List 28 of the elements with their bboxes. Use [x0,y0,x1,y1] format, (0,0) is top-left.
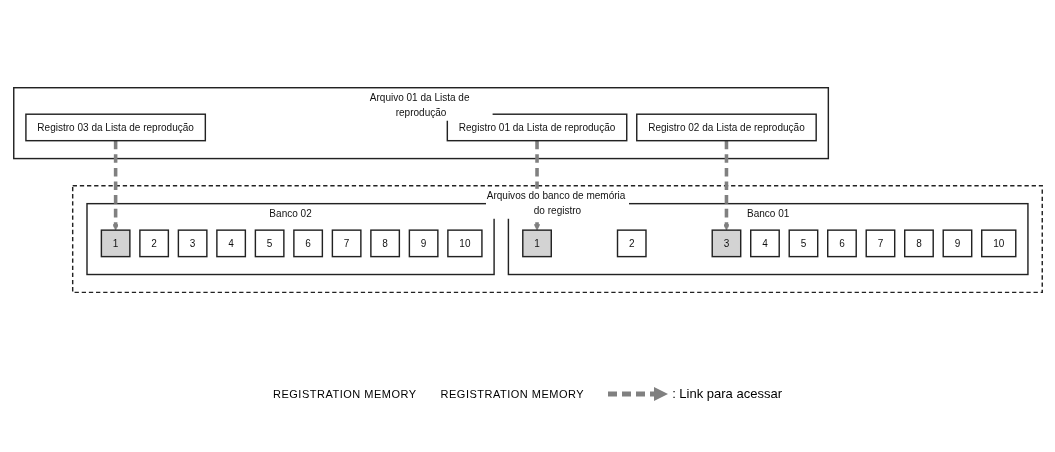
node-box: 3 [711,229,741,258]
node-box: 10 [980,229,1016,258]
node-box: 10 [446,229,483,258]
node-box: 4 [215,229,246,258]
node-box: 8 [903,229,934,258]
bracket-label: REGISTRATION MEMORY [273,387,417,400]
node-box: 8 [369,229,400,258]
arrow [111,140,119,231]
node-box: 7 [331,229,362,258]
node-box: 6 [826,229,857,258]
node-box: 5 [254,229,285,258]
node-box: 1 [521,229,552,258]
bracket-label: REGISTRATION MEMORY [440,387,585,400]
node-box: 2 [138,229,169,258]
node-box: 2 [616,229,647,258]
legend-text: : Link para acessar [672,386,782,401]
node-box: 1 [100,229,131,258]
node-box: 5 [788,229,818,258]
node-box: 6 [292,229,323,258]
arrow [722,140,730,231]
node-box: 9 [942,229,972,258]
node-box: 4 [749,229,780,258]
node-box: 7 [865,229,895,258]
node-box: Registro 02 da Lista de reprodução [635,113,817,142]
node-box: 9 [408,229,439,258]
node-box: Registro 03 da Lista de reprodução [24,113,206,142]
node-box: Registro 01 da Lista de reprodução [446,113,627,142]
node-box: 3 [177,229,208,258]
